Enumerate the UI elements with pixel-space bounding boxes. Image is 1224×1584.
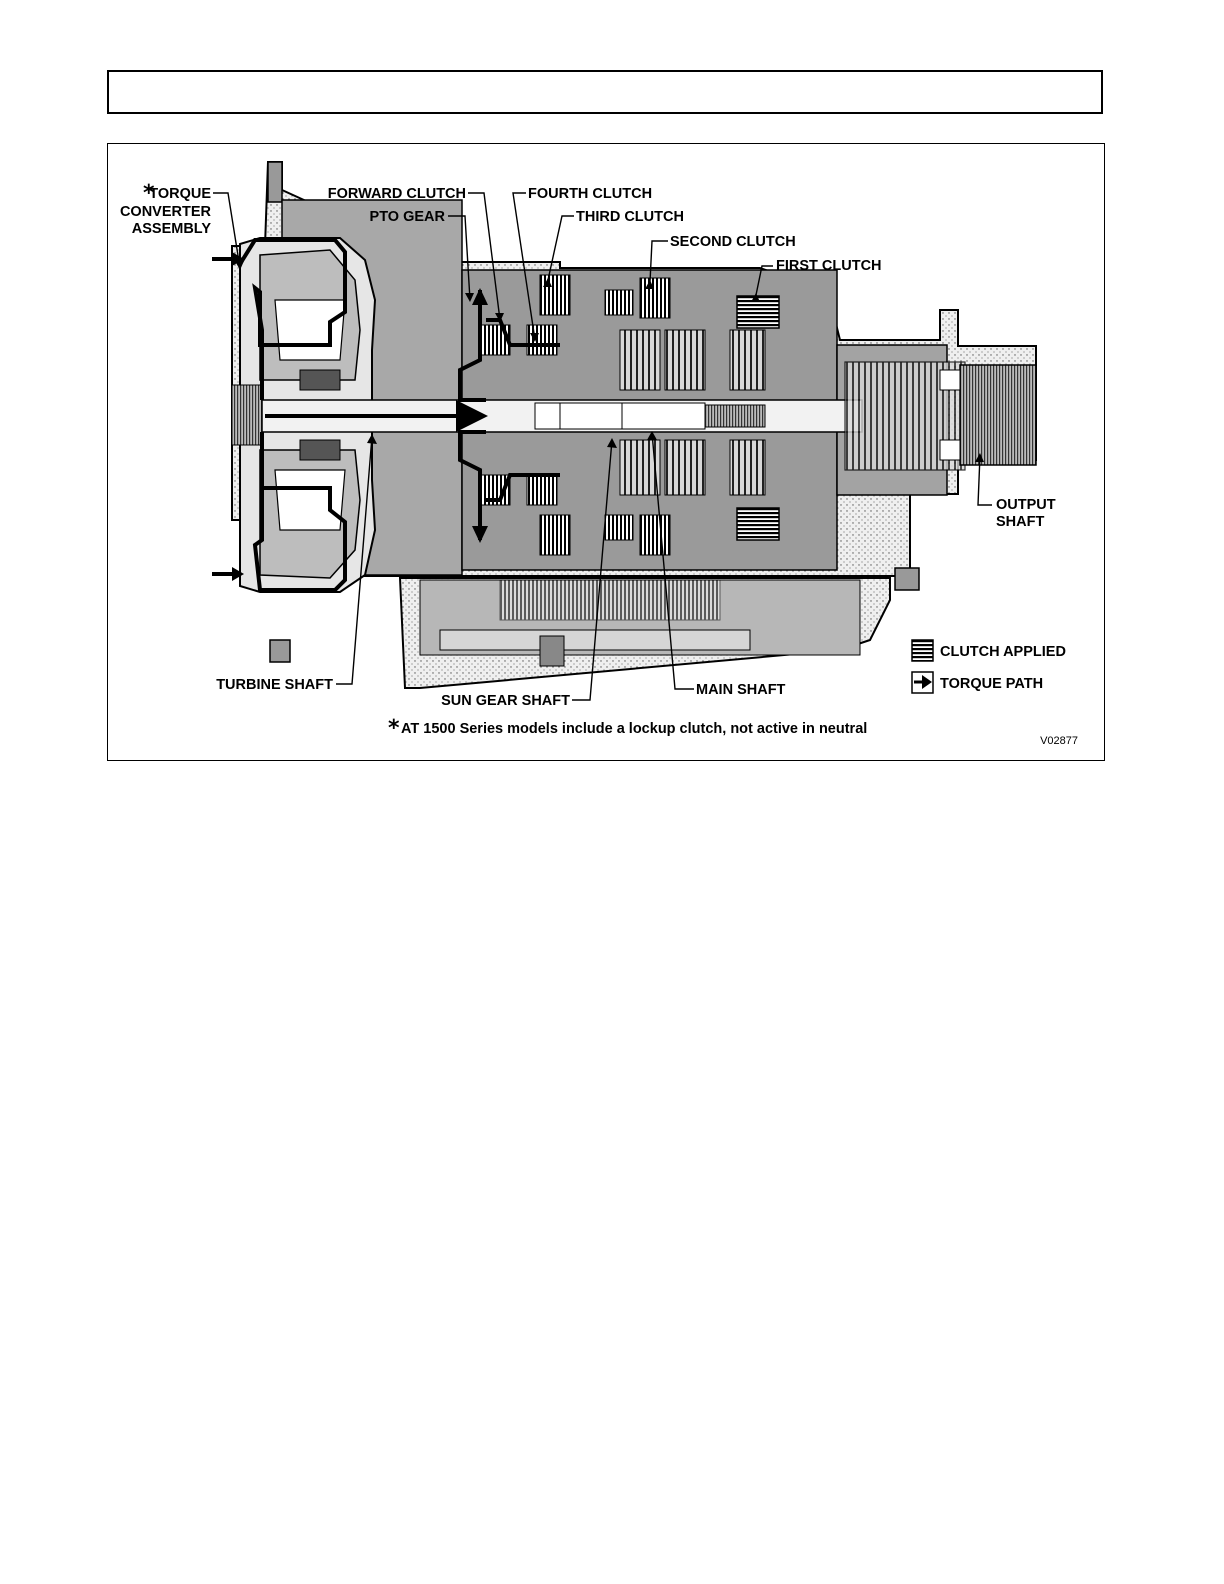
label-third-clutch: THIRD CLUTCH: [576, 209, 684, 225]
label-sun-gear-shaft: SUN GEAR SHAFT: [441, 693, 570, 709]
clutch-applied-swatch: [912, 640, 933, 661]
label-forward-clutch: FORWARD CLUTCH: [328, 186, 466, 202]
label-second-clutch: SECOND CLUTCH: [670, 234, 796, 250]
label-torque-converter-line1: TORQUE: [149, 186, 211, 202]
label-pto-gear: PTO GEAR: [370, 209, 446, 225]
label-torque-converter-line3: ASSEMBLY: [132, 221, 212, 237]
legend: CLUTCH APPLIED TORQUE PATH: [912, 640, 1066, 693]
label-main-shaft: MAIN SHAFT: [696, 682, 786, 698]
legend-torque-path: TORQUE PATH: [940, 676, 1043, 692]
label-output-shaft-line2: SHAFT: [996, 514, 1044, 530]
figure-code: V02877: [1040, 735, 1078, 747]
label-output-shaft-line1: OUTPUT: [996, 497, 1056, 513]
footnote-asterisk: *: [388, 716, 400, 741]
label-torque-converter-line2: CONVERTER: [120, 204, 212, 220]
label-fourth-clutch: FOURTH CLUTCH: [528, 186, 652, 202]
label-first-clutch: FIRST CLUTCH: [776, 258, 882, 274]
label-turbine-shaft: TURBINE SHAFT: [216, 677, 333, 693]
legend-clutch-applied: CLUTCH APPLIED: [940, 644, 1066, 660]
footnote-text: AT 1500 Series models include a lockup c…: [401, 721, 867, 737]
